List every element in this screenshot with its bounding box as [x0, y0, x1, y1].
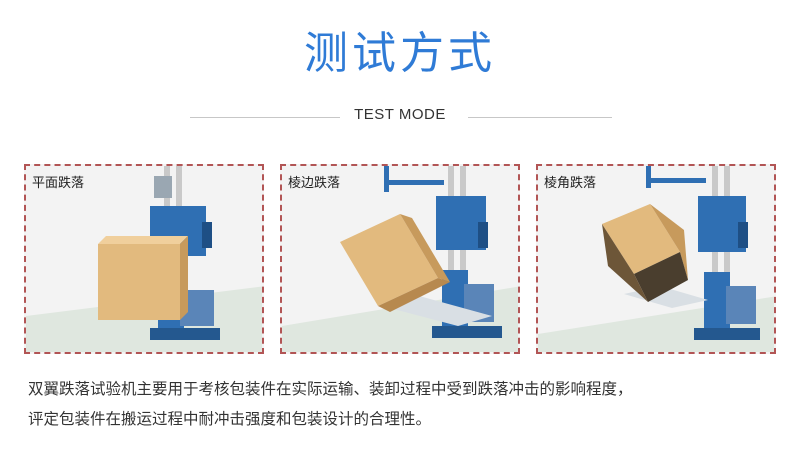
- panel-label-flat-drop: 平面跌落: [32, 176, 85, 191]
- panel-flat-drop: 平面跌落: [24, 164, 264, 354]
- page-subtitle: TEST MODE: [354, 106, 446, 123]
- subtitle-row: TEST MODE: [0, 104, 800, 128]
- panel-label-corner-drop: 棱角跌落: [544, 176, 597, 191]
- test-mode-panels: 平面跌落 棱边跌落: [24, 164, 776, 356]
- page-title: 测试方式: [304, 28, 496, 79]
- flat-drop-illustration: [26, 166, 262, 352]
- divider-left: [190, 117, 340, 118]
- divider-right: [468, 117, 612, 118]
- edge-drop-illustration: [282, 166, 518, 352]
- panel-corner-drop: 棱角跌落: [536, 164, 776, 354]
- description-line-1: 双翼跌落试验机主要用于考核包装件在实际运输、装卸过程中受到跌落冲击的影响程度，: [28, 380, 633, 398]
- panel-edge-drop: 棱边跌落: [280, 164, 520, 354]
- corner-drop-illustration: [538, 166, 774, 352]
- description-line-2: 评定包装件在搬运过程中耐冲击强度和包装设计的合理性。: [28, 410, 432, 428]
- panel-label-edge-drop: 棱边跌落: [288, 176, 341, 191]
